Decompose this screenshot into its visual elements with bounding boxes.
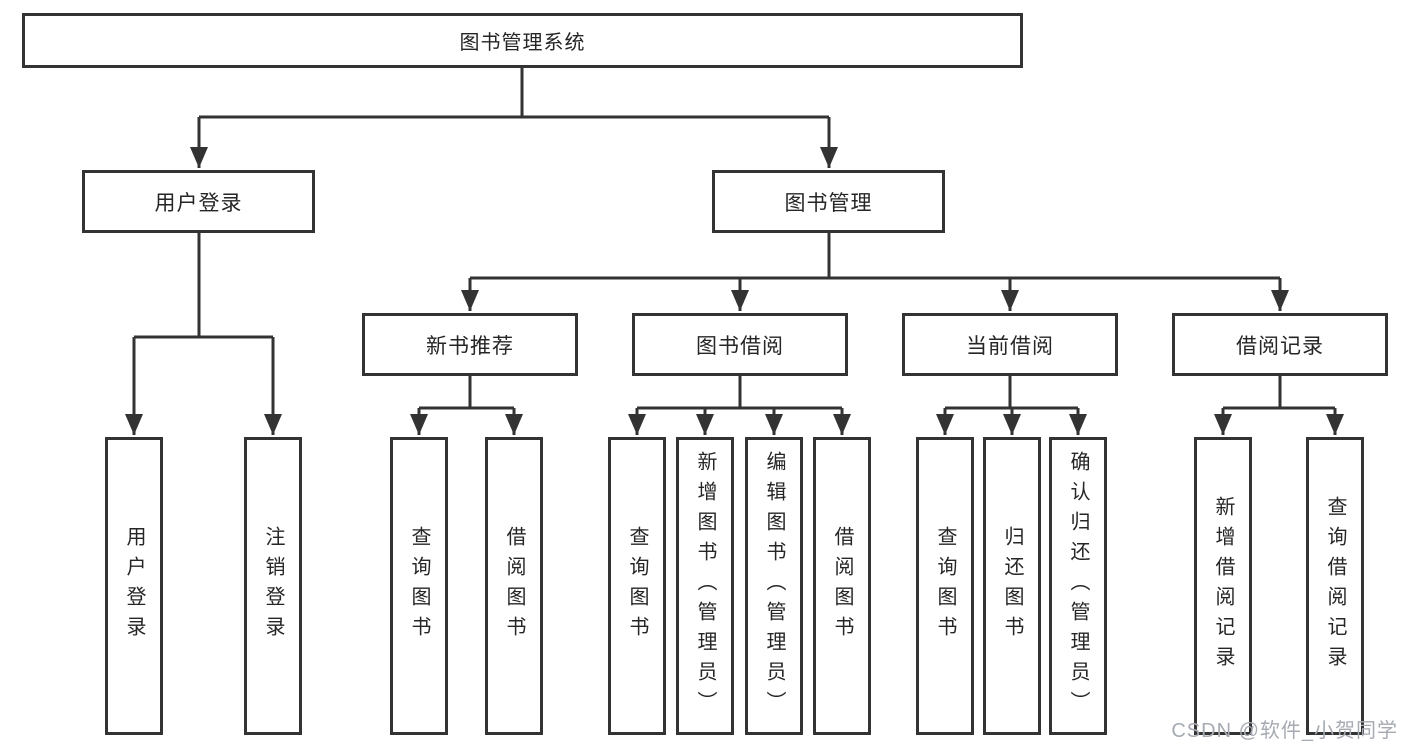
node-leaf-borrow-books-2: 借阅图书 (813, 437, 871, 735)
node-leaf-borrow-books-1-label: 借阅图书 (503, 526, 525, 646)
node-leaf-query-books-2-label: 查询图书 (626, 526, 648, 646)
node-leaf-logout-label: 注销登录 (262, 526, 284, 646)
node-leaf-edit-books-admin-label: 编辑图书（管理员） (763, 451, 785, 721)
node-leaf-add-books-admin: 新增图书（管理员） (676, 437, 734, 735)
csdn-watermark: CSDN @软件_小贺同学 (1171, 720, 1398, 742)
node-book-management-label: 图书管理 (784, 191, 873, 215)
node-current-borrowing-label: 当前借阅 (966, 334, 1054, 358)
node-leaf-query-borrow-record: 查询借阅记录 (1306, 437, 1364, 735)
node-leaf-query-books-3: 查询图书 (916, 437, 974, 735)
node-user-login-label: 用户登录 (154, 191, 243, 215)
node-current-borrowing: 当前借阅 (902, 313, 1118, 376)
node-leaf-confirm-return-admin-label: 确认归还（管理员） (1067, 451, 1089, 721)
node-library-system: 图书管理系统 (22, 13, 1023, 68)
node-book-management: 图书管理 (712, 170, 945, 233)
node-leaf-query-books-1: 查询图书 (390, 437, 448, 735)
node-new-book-recommend-label: 新书推荐 (426, 334, 514, 358)
node-leaf-return-books-label: 归还图书 (1001, 526, 1023, 646)
node-book-borrowing: 图书借阅 (632, 313, 848, 376)
node-leaf-add-borrow-record: 新增借阅记录 (1194, 437, 1252, 735)
node-library-system-label: 图书管理系统 (459, 32, 586, 54)
node-borrowing-records: 借阅记录 (1172, 313, 1388, 376)
node-leaf-return-books: 归还图书 (983, 437, 1041, 735)
node-book-borrowing-label: 图书借阅 (696, 334, 784, 358)
node-leaf-query-books-2: 查询图书 (608, 437, 666, 735)
node-leaf-confirm-return-admin: 确认归还（管理员） (1049, 437, 1107, 735)
node-new-book-recommend: 新书推荐 (362, 313, 578, 376)
node-leaf-logout: 注销登录 (244, 437, 302, 735)
node-user-login: 用户登录 (82, 170, 315, 233)
node-leaf-edit-books-admin: 编辑图书（管理员） (745, 437, 803, 735)
node-leaf-query-books-1-label: 查询图书 (408, 526, 430, 646)
node-leaf-borrow-books-1: 借阅图书 (485, 437, 543, 735)
node-leaf-add-borrow-record-label: 新增借阅记录 (1212, 496, 1234, 676)
node-borrowing-records-label: 借阅记录 (1236, 334, 1324, 358)
node-leaf-add-books-admin-label: 新增图书（管理员） (694, 451, 716, 721)
node-leaf-user-login: 用户登录 (105, 437, 163, 735)
node-leaf-borrow-books-2-label: 借阅图书 (831, 526, 853, 646)
node-leaf-user-login-label: 用户登录 (123, 526, 145, 646)
node-leaf-query-books-3-label: 查询图书 (934, 526, 956, 646)
node-leaf-query-borrow-record-label: 查询借阅记录 (1324, 496, 1346, 676)
